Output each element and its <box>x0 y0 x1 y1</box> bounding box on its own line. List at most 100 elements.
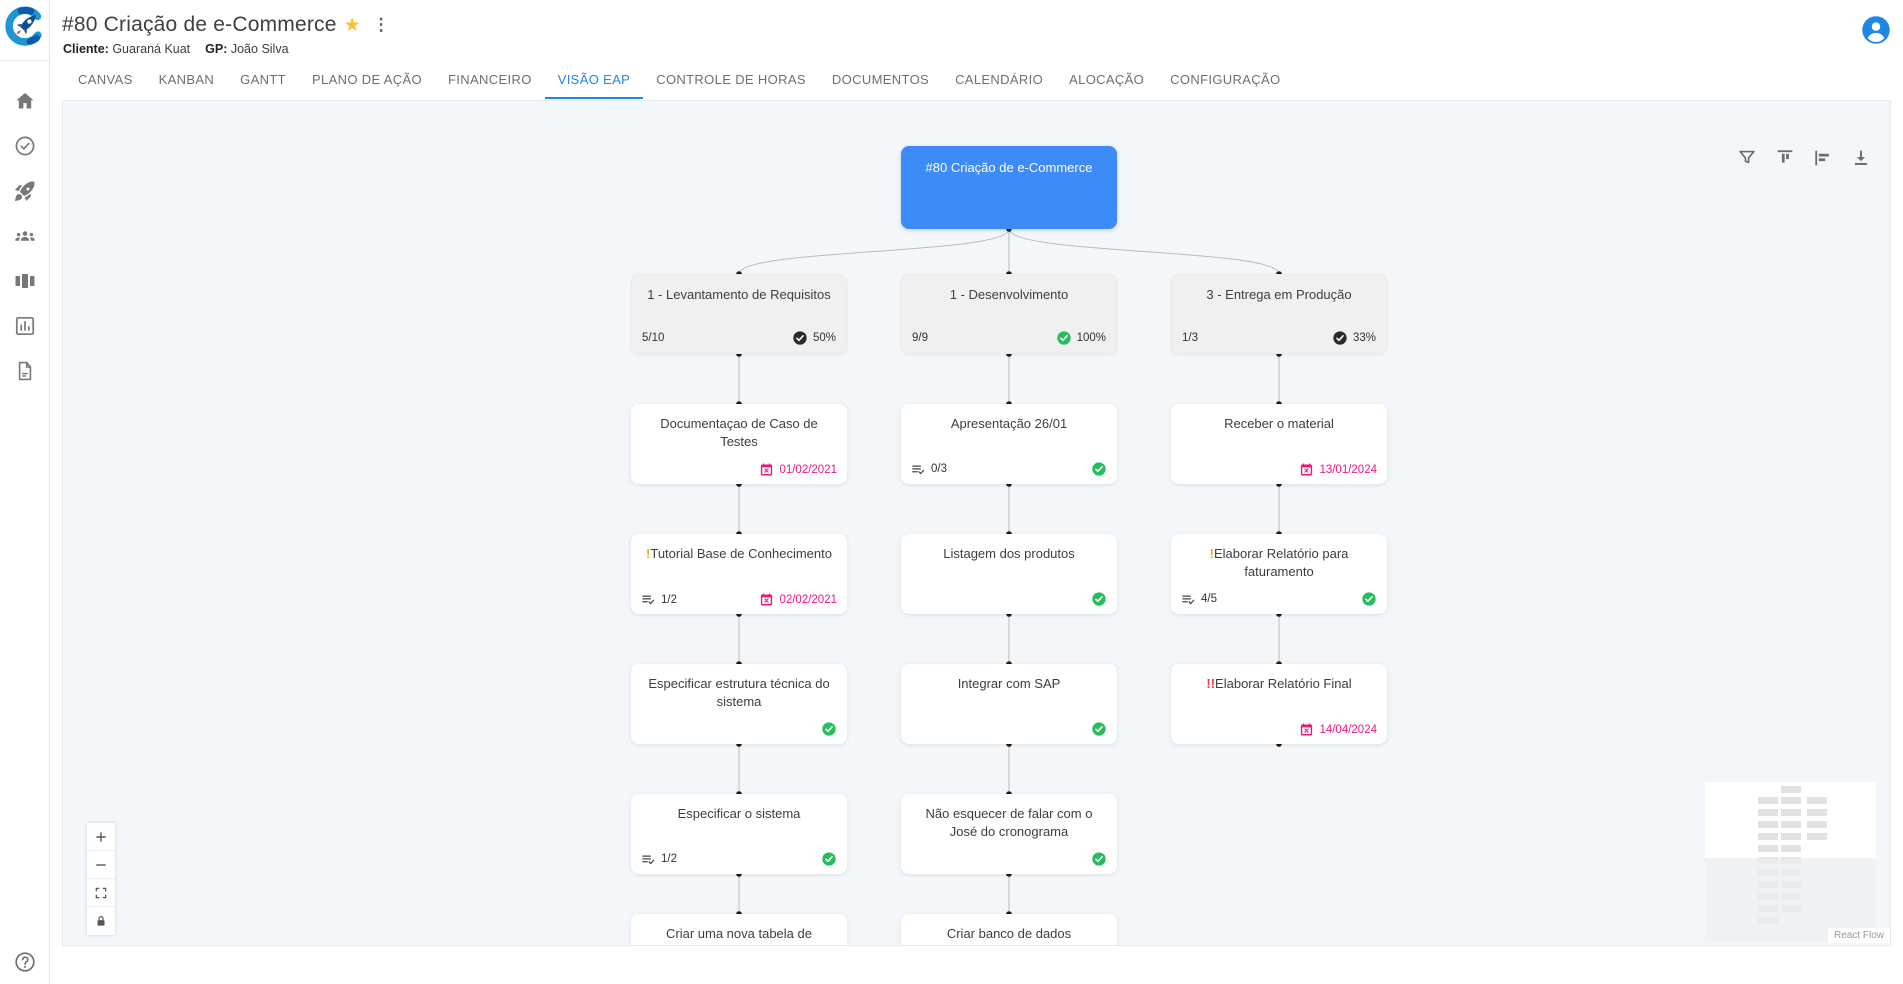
task-node[interactable]: Integrar com SAP <box>901 664 1117 744</box>
task-title: Apresentação 26/01 <box>950 416 1068 431</box>
kebab-menu-icon[interactable]: ⋮ <box>372 15 390 34</box>
group-count: 5/10 <box>642 332 665 344</box>
progress-check-icon <box>1056 330 1072 346</box>
task-title: Especificar estrutura técnica do sistema <box>648 676 830 709</box>
rocket-icon[interactable] <box>13 179 37 203</box>
manager-name: João Silva <box>230 42 289 56</box>
fit-view-button[interactable] <box>87 879 115 907</box>
filter-icon[interactable] <box>1736 147 1758 169</box>
priority-flag: ! <box>1209 546 1214 561</box>
download-icon[interactable] <box>1850 147 1872 169</box>
tab-calendario[interactable]: CALENDÁRIO <box>955 72 1044 87</box>
task-title: Criar uma nova tabela de <box>666 926 812 941</box>
manager-label: GP: <box>205 42 228 56</box>
client-name: Guaraná Kuat <box>112 42 191 56</box>
tab-plano-de-acao[interactable]: PLANO DE AÇÃO <box>311 72 423 87</box>
minimap-node <box>1807 809 1827 816</box>
due-date: 02/02/2021 <box>779 593 837 606</box>
team-icon[interactable] <box>13 224 37 248</box>
task-node[interactable]: Especificar o sistema 1/2 <box>631 794 847 874</box>
minimap-node <box>1807 797 1827 804</box>
calendar-icon <box>759 592 774 607</box>
group-node-entrega[interactable]: 3 - Entrega em Produção 1/3 33% <box>1171 274 1387 354</box>
document-icon[interactable] <box>13 359 37 383</box>
lock-button[interactable] <box>87 907 115 935</box>
task-title: Não esquecer de falar com o José do cron… <box>925 806 1093 839</box>
group-title: 1 - Desenvolvimento <box>949 287 1069 302</box>
group-count: 1/3 <box>1182 332 1198 344</box>
minimap[interactable] <box>1705 782 1876 941</box>
board-icon[interactable] <box>13 269 37 293</box>
zoom-out-button[interactable] <box>87 851 115 879</box>
calendar-icon <box>1299 722 1314 737</box>
checklist-count: 4/5 <box>1201 593 1217 605</box>
checklist-count: 1/2 <box>661 593 677 606</box>
user-avatar[interactable] <box>1861 15 1891 45</box>
tab-visao-eap[interactable]: VISÃO EAP <box>544 63 644 99</box>
checklist-count: 1/2 <box>661 853 677 865</box>
check-circle-icon[interactable] <box>13 134 37 158</box>
tab-financeiro[interactable]: FINANCEIRO <box>448 72 532 87</box>
tab-kanban[interactable]: KANBAN <box>158 72 215 87</box>
task-node[interactable]: Criar banco de dados <box>901 914 1117 945</box>
group-node-levantamento[interactable]: 1 - Levantamento de Requisitos 5/10 50% <box>631 274 847 354</box>
done-check-icon <box>1091 591 1107 607</box>
task-node[interactable]: Apresentação 26/01 0/3 <box>901 404 1117 484</box>
minimap-node <box>1781 845 1801 852</box>
root-node[interactable]: #80 Criação de e-Commerce <box>901 146 1117 229</box>
home-icon[interactable] <box>13 89 37 113</box>
sidebar-divider <box>0 60 49 61</box>
align-left-icon[interactable] <box>1812 147 1834 169</box>
task-node[interactable]: Criar uma nova tabela de <box>631 914 847 945</box>
due-date: 13/01/2024 <box>1319 463 1377 476</box>
eap-flow-canvas[interactable]: #80 Criação de e-Commerce 1 - Levantamen… <box>62 100 1891 946</box>
checklist-icon <box>1181 592 1196 607</box>
task-node[interactable]: Documentaçao de Caso de Testes 01/02/202… <box>631 404 847 484</box>
task-node[interactable]: Especificar estrutura técnica do sistema <box>631 664 847 744</box>
minimap-mask <box>1705 858 1876 941</box>
group-node-desenvolvimento[interactable]: 1 - Desenvolvimento 9/9 100% <box>901 274 1117 354</box>
tab-configuracao[interactable]: CONFIGURAÇÃO <box>1170 72 1281 87</box>
minimap-node <box>1758 845 1778 852</box>
task-title: Documentaçao de Caso de Testes <box>660 416 818 449</box>
align-top-icon[interactable] <box>1774 147 1796 169</box>
progress-check-icon <box>1332 330 1348 346</box>
minimap-node <box>1758 821 1778 828</box>
task-node[interactable]: !!Elaborar Relatório Final 14/04/2024 <box>1171 664 1387 744</box>
report-icon[interactable] <box>13 314 37 338</box>
tab-controle-de-horas[interactable]: CONTROLE DE HORAS <box>656 72 806 87</box>
due-date: 14/04/2024 <box>1319 723 1377 736</box>
task-title: !Elaborar Relatório para faturamento <box>1209 546 1349 579</box>
fit-view-icon <box>94 886 108 900</box>
minimap-node <box>1781 809 1801 816</box>
tab-alocacao[interactable]: ALOCAÇÃO <box>1069 72 1145 87</box>
checklist-icon <box>641 592 656 607</box>
task-node[interactable]: Não esquecer de falar com o José do cron… <box>901 794 1117 874</box>
task-node[interactable]: !Tutorial Base de Conhecimento 1/2 02/02… <box>631 534 847 614</box>
checklist-icon <box>641 852 656 867</box>
tab-gantt[interactable]: GANTT <box>240 72 286 87</box>
minimap-node <box>1758 797 1778 804</box>
tab-documentos[interactable]: DOCUMENTOS <box>831 72 930 87</box>
help-icon[interactable] <box>13 950 37 974</box>
favorite-star-icon[interactable]: ★ <box>343 14 361 36</box>
task-node[interactable]: Receber o material 13/01/2024 <box>1171 404 1387 484</box>
priority-flag: !! <box>1206 676 1216 691</box>
left-sidebar <box>0 0 50 984</box>
sidebar-nav <box>0 89 49 383</box>
done-check-icon <box>1091 851 1107 867</box>
due-date: 01/02/2021 <box>779 463 837 476</box>
plus-icon <box>94 830 108 844</box>
minimap-node <box>1781 821 1801 828</box>
zoom-in-button[interactable] <box>87 823 115 851</box>
minimap-node <box>1781 797 1801 804</box>
task-node[interactable]: Listagem dos produtos <box>901 534 1117 614</box>
tab-canvas[interactable]: CANVAS <box>78 72 133 87</box>
task-title: Integrar com SAP <box>957 676 1061 691</box>
app-logo-icon[interactable] <box>5 6 45 46</box>
group-percent: 100% <box>1076 332 1106 344</box>
group-count: 9/9 <box>912 332 928 344</box>
task-node[interactable]: !Elaborar Relatório para faturamento 4/5 <box>1171 534 1387 614</box>
task-title: !Tutorial Base de Conhecimento <box>646 546 832 561</box>
minimap-node <box>1781 786 1801 793</box>
